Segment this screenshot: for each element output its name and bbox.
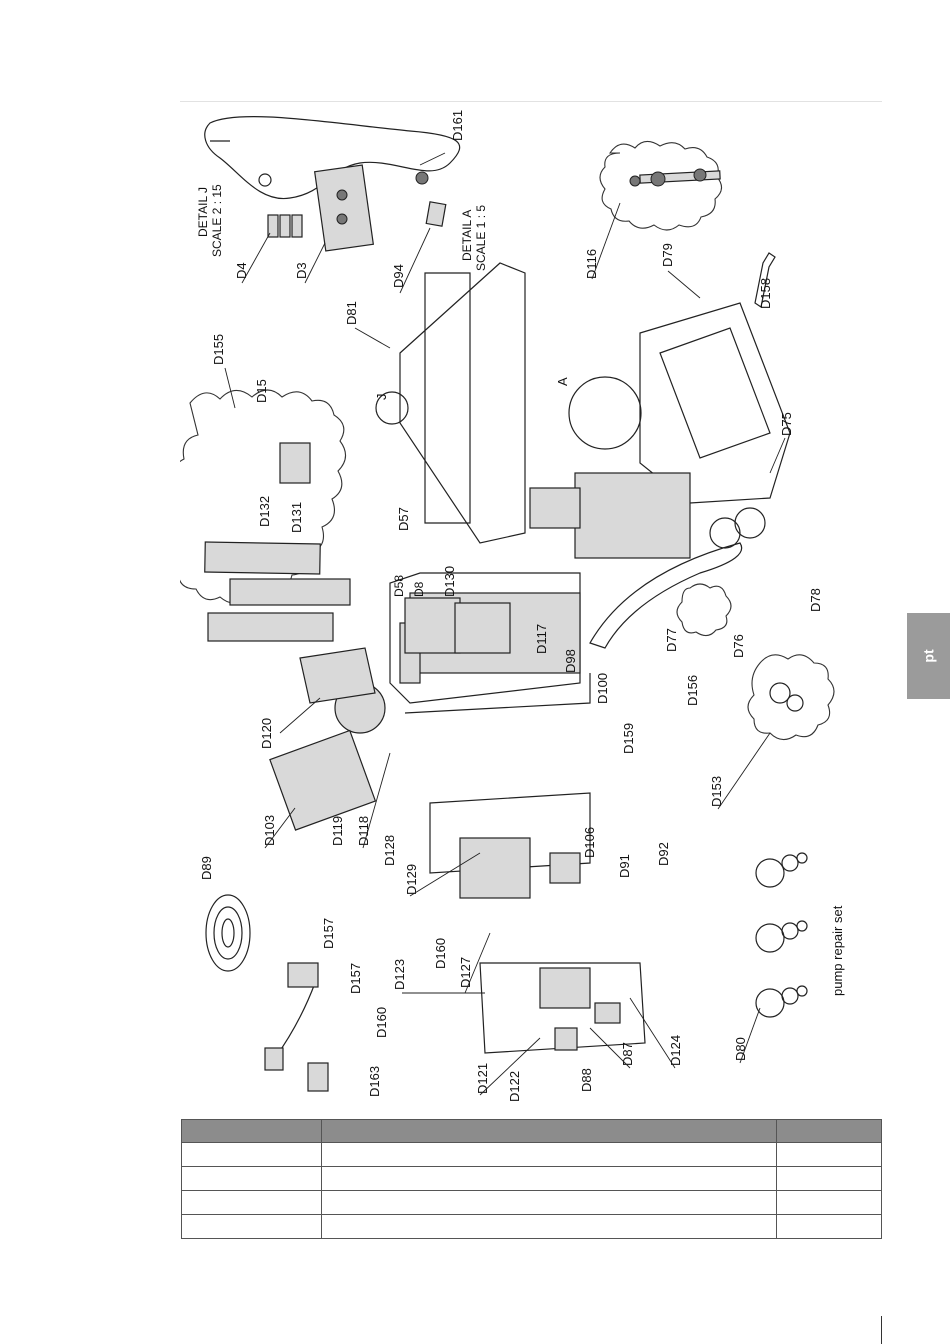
label-D157a: D157 (321, 918, 336, 949)
label-D98: D98 (563, 649, 578, 673)
table-cell (776, 1214, 882, 1239)
detail-j-outline (204, 116, 461, 200)
table-cell (776, 1142, 882, 1167)
label-D120: D120 (259, 718, 274, 749)
label-D79: D79 (660, 243, 675, 267)
label-pump-repair-set: pump repair set (830, 905, 845, 996)
label-D128: D128 (382, 835, 397, 866)
label-scale-j: SCALE 2 : 15 (210, 184, 224, 257)
label-D161: D161 (450, 110, 465, 141)
pump-repair-set-rings (755, 852, 808, 1018)
label-D160a: D160 (374, 1007, 389, 1038)
pressure-coil-d89 (205, 894, 251, 972)
table-cell (181, 1214, 322, 1239)
label-D75: D75 (779, 412, 794, 436)
label-D159: D159 (621, 723, 636, 754)
label-D87: D87 (620, 1042, 635, 1066)
label-D160b: D160 (433, 938, 448, 969)
table-row (181, 1142, 882, 1167)
table-cell (181, 1142, 322, 1167)
label-D153: D153 (709, 776, 724, 807)
label-D155: D155 (211, 334, 226, 365)
label-D132: D132 (257, 496, 272, 527)
label-D4: D4 (234, 262, 249, 279)
label-detail-j: DETAIL J (196, 187, 210, 237)
table-cell (776, 1166, 882, 1191)
label-D127: D127 (458, 957, 473, 988)
label-D80: D80 (733, 1037, 748, 1061)
label-D130: D130 (442, 566, 457, 597)
label-D119: D119 (330, 816, 345, 846)
table-header-cell (181, 1119, 322, 1143)
label-D3: D3 (294, 262, 309, 279)
table-cell (320, 1142, 778, 1167)
table-header-cell (776, 1119, 882, 1143)
label-D123: D123 (392, 959, 407, 990)
label-D118: D118 (356, 816, 371, 846)
label-D158: D158 (758, 278, 773, 309)
board-d123 (479, 962, 646, 1054)
label-scale-a: SCALE 1 : 5 (474, 205, 488, 271)
label-D100: D100 (595, 673, 610, 704)
bolt-group-d4 (267, 214, 303, 238)
label-D163: D163 (367, 1066, 382, 1097)
label-D124: D124 (668, 1035, 683, 1066)
label-D106: D106 (582, 827, 597, 858)
table-cell (320, 1166, 778, 1191)
table-header-row (181, 1119, 882, 1143)
label-D92: D92 (656, 842, 671, 866)
label-D15: D15 (254, 379, 269, 403)
table-cell (181, 1190, 322, 1215)
label-D117: D117 (534, 624, 549, 654)
table-cell (181, 1166, 322, 1191)
label-D76: D76 (731, 634, 746, 658)
language-tab: pt (907, 613, 950, 699)
label-D94: D94 (391, 264, 406, 288)
chassis-d75 (529, 302, 791, 559)
table-row (181, 1190, 882, 1215)
pcb-d128 (429, 792, 591, 874)
label-D129: D129 (404, 864, 419, 895)
page-number-rule (881, 1316, 882, 1344)
label-D77: D77 (664, 628, 679, 652)
table-cell (776, 1190, 882, 1215)
label-D88: D88 (579, 1068, 594, 1092)
label-D122: D122 (507, 1071, 522, 1102)
label-D58: D58 (392, 575, 406, 597)
parts-table (181, 1119, 882, 1239)
label-D131: D131 (289, 502, 304, 533)
label-D103: D103 (262, 815, 277, 846)
cloud-d156 (676, 583, 732, 637)
table-cell (320, 1214, 778, 1239)
label-detail-a: DETAIL A (460, 210, 474, 261)
table-row (181, 1214, 882, 1239)
label-J: J (374, 394, 389, 401)
cloud-d116 (599, 140, 723, 231)
label-D8: D8 (412, 581, 426, 597)
label-D81: D81 (344, 301, 359, 325)
part-labels: D161 DETAIL J SCALE 2 : 15 D4 D3 D94 DET… (196, 110, 845, 1102)
label-D78: D78 (808, 588, 823, 612)
table-header-cell (320, 1119, 778, 1143)
exploded-parts-drawing: D161 DETAIL J SCALE 2 : 15 D4 D3 D94 DET… (180, 103, 882, 1105)
top-rule (180, 101, 882, 102)
label-D57: D57 (396, 507, 411, 531)
table-row (181, 1166, 882, 1191)
label-D116: D116 (584, 249, 599, 279)
label-A: A (555, 377, 570, 386)
cloud-d153 (747, 654, 835, 741)
label-D91: D91 (617, 854, 632, 878)
label-D89: D89 (199, 856, 214, 880)
fork-assembly-d81 (399, 262, 526, 544)
label-D156: D156 (685, 675, 700, 706)
leader-lines (224, 152, 786, 1096)
table-cell (320, 1190, 778, 1215)
language-tab-label: pt (920, 649, 937, 663)
label-D121: D121 (475, 1063, 490, 1094)
label-D157b: D157 (348, 963, 363, 994)
